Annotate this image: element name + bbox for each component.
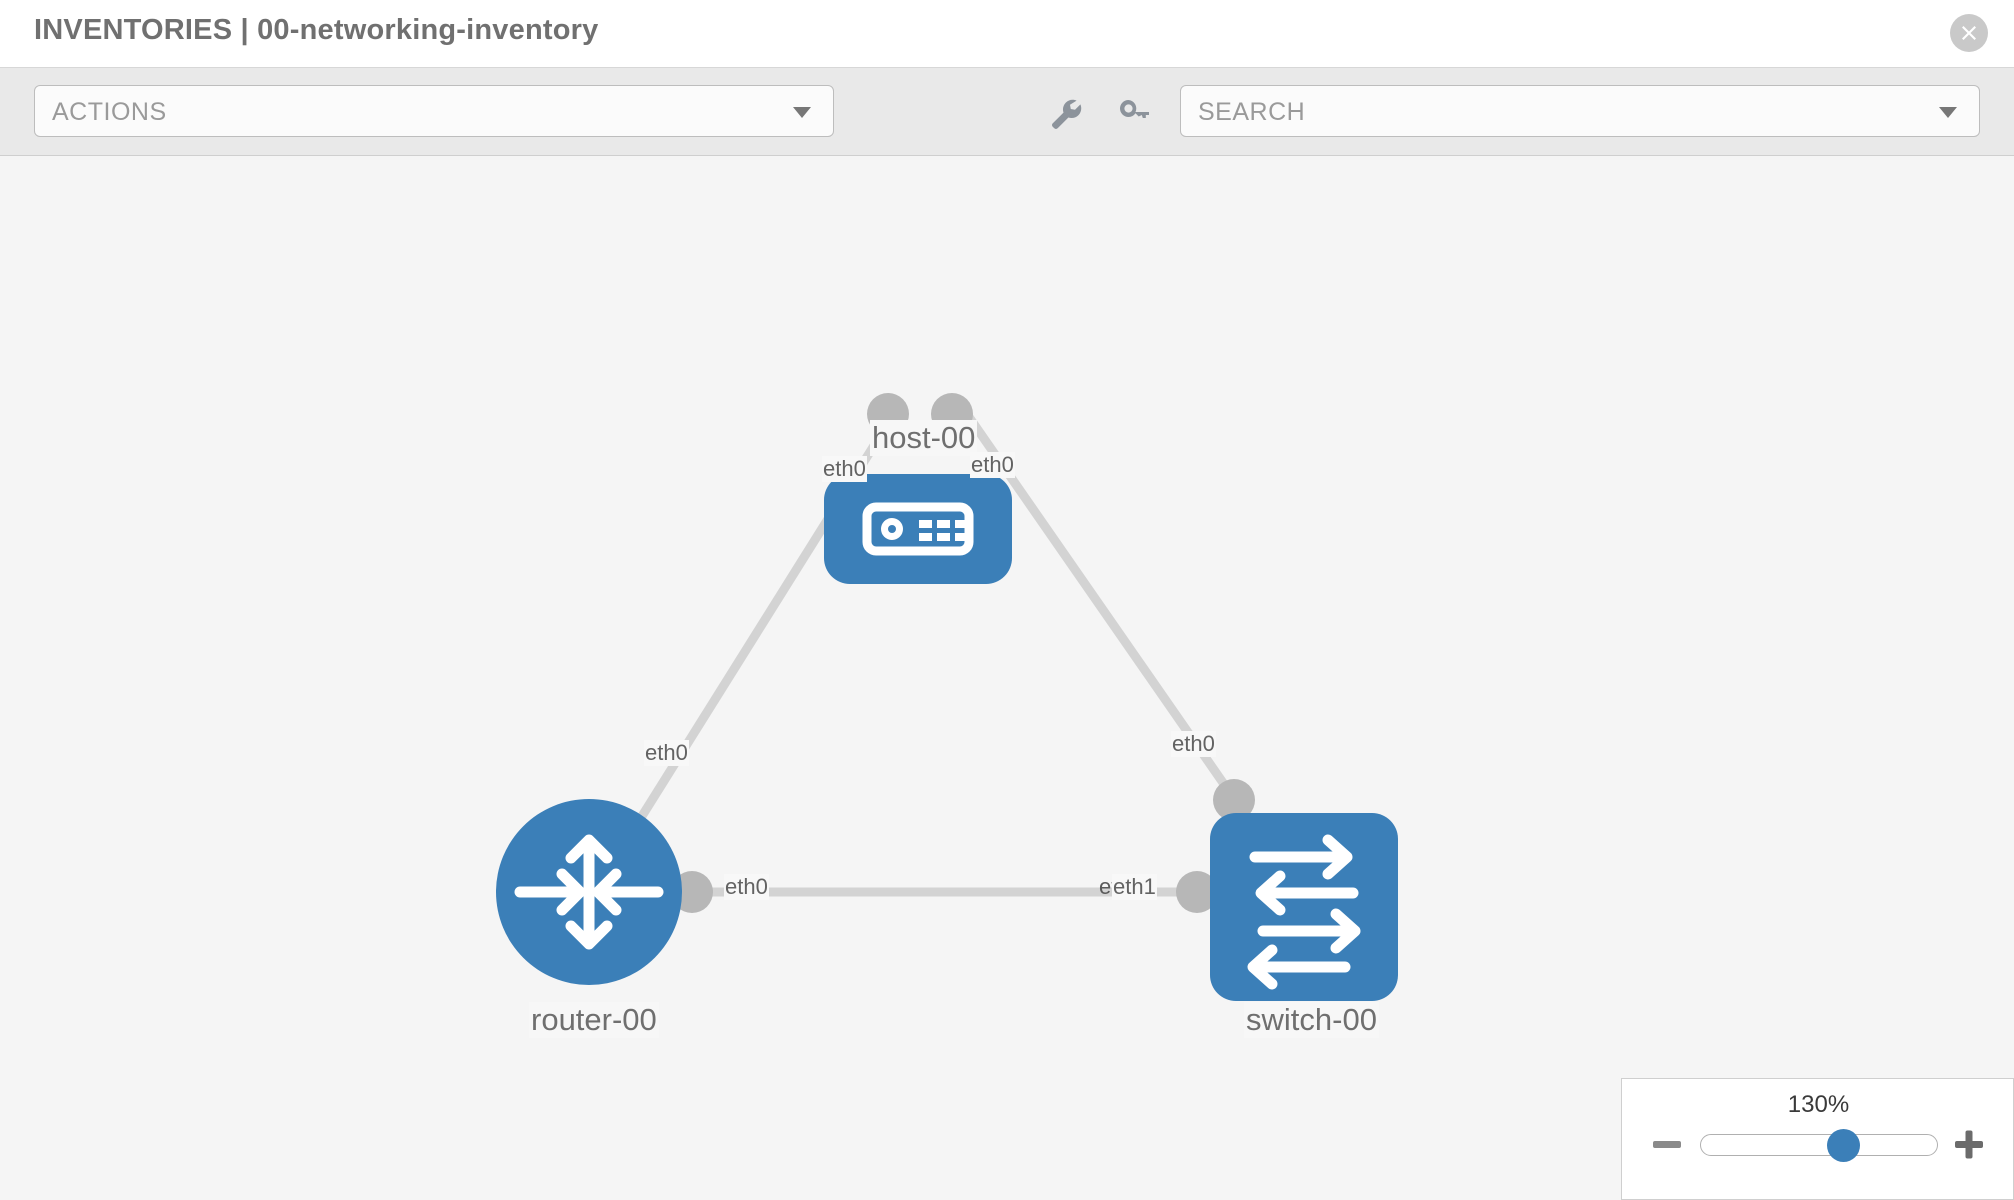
node-host-00 <box>824 474 1012 584</box>
switch-arrows-icon <box>1247 834 1361 990</box>
node-label-switch-00: switch-00 <box>1244 1002 1379 1038</box>
zoom-out-button[interactable] <box>1650 1127 1684 1161</box>
search-input-placeholder: SEARCH <box>1198 98 1306 126</box>
page-header: INVENTORIES | 00-networking-inventory <box>0 0 2014 68</box>
port-label-switch00-to-router00: eth1 <box>1112 874 1157 900</box>
actions-dropdown-label: ACTIONS <box>52 98 167 126</box>
port-switch00-eth1 <box>1176 871 1218 913</box>
port-label-switch00-to-host00: eth0 <box>1171 731 1216 757</box>
port-label-router00-to-host00: eth0 <box>644 740 689 766</box>
zoom-slider[interactable] <box>1700 1129 1938 1162</box>
node-router-00 <box>496 799 682 985</box>
chevron-down-icon <box>793 107 811 118</box>
zoom-control-panel: 130% <box>1621 1078 2014 1200</box>
close-icon[interactable] <box>1950 14 1988 52</box>
search-input[interactable]: SEARCH <box>1180 85 1980 137</box>
node-label-host-00: host-00 <box>870 420 978 456</box>
wrench-icon[interactable] <box>1046 94 1086 134</box>
topology-ports <box>671 393 1255 913</box>
node-label-router-00: router-00 <box>529 1002 659 1038</box>
router-arrows-icon <box>514 834 664 950</box>
server-device-icon <box>862 502 974 556</box>
actions-dropdown[interactable]: ACTIONS <box>34 85 834 137</box>
page-title: INVENTORIES | 00-networking-inventory <box>34 14 599 46</box>
zoom-slider-thumb[interactable] <box>1827 1129 1860 1162</box>
port-label-router00-to-switch00: eth0 <box>724 874 769 900</box>
port-label-host00-to-switch00: eth0 <box>970 452 1015 478</box>
port-switch00-eth0 <box>1213 779 1255 821</box>
port-router00-eth0 <box>671 871 713 913</box>
topology-toolbar: ACTIONS SEARCH <box>0 68 2014 156</box>
node-switch-00 <box>1210 813 1398 1001</box>
port-label-host00-to-router00: eth0 <box>822 456 867 482</box>
chevron-down-icon <box>1939 107 1957 118</box>
zoom-level-value: 130% <box>1787 1091 1850 1118</box>
key-icon[interactable] <box>1114 94 1154 134</box>
topology-canvas[interactable]: host-00 router-00 switch-00 eth0 eth0 et… <box>0 156 2014 1200</box>
zoom-in-button[interactable] <box>1952 1127 1986 1161</box>
topology-graph <box>496 393 1398 1001</box>
